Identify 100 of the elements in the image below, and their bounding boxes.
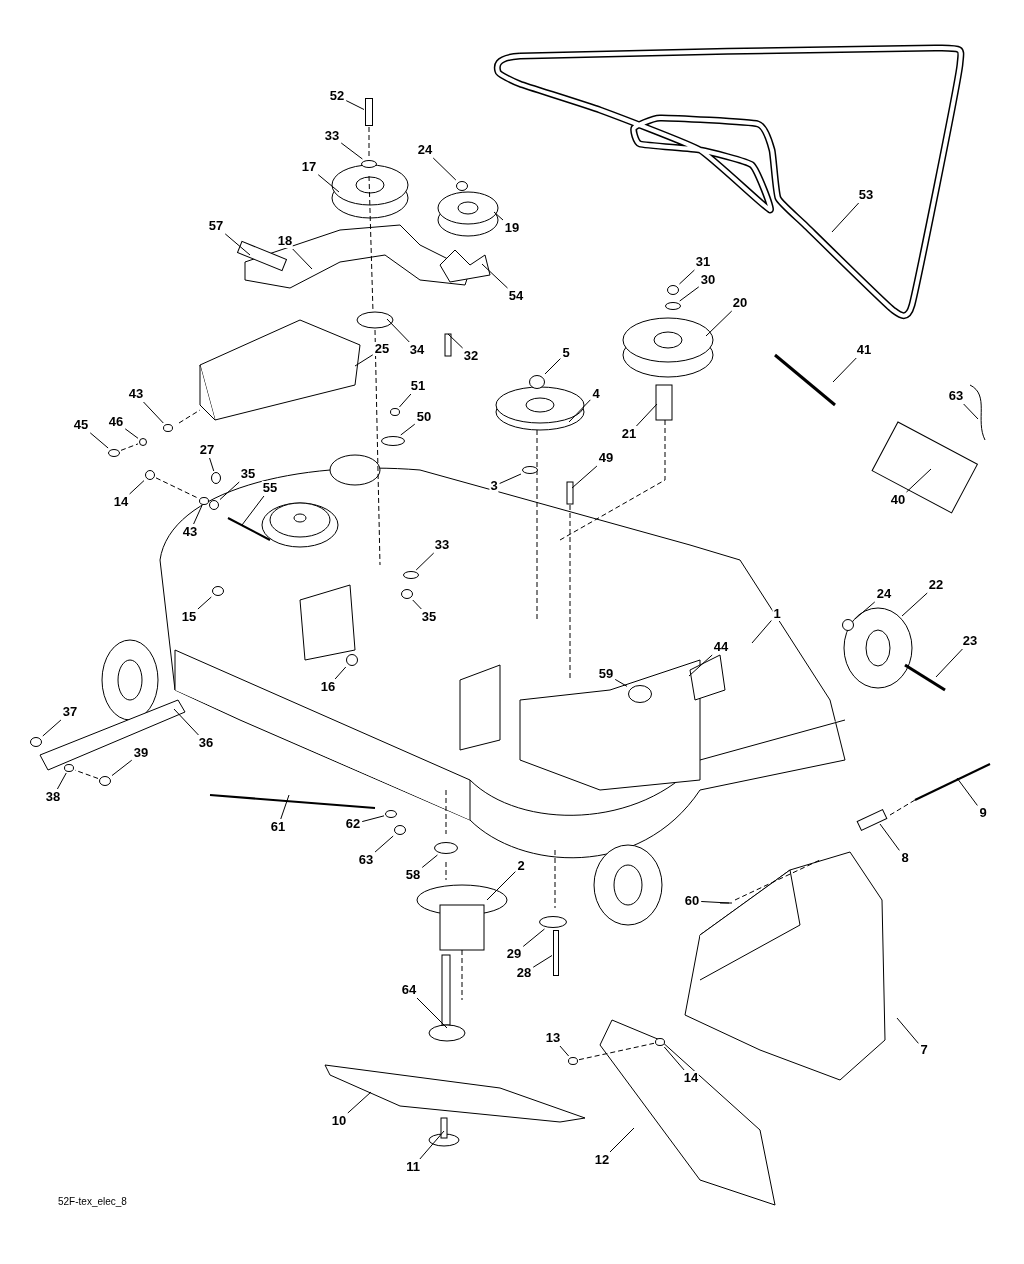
nut-drawing: [99, 776, 111, 786]
nut-drawing: [456, 181, 468, 191]
callout-number: 19: [503, 221, 521, 235]
leader-line: [317, 174, 340, 193]
nut-drawing: [209, 500, 219, 510]
callout-number: 41: [855, 343, 873, 357]
bolt-drawing: [390, 408, 400, 416]
nut-drawing: [529, 375, 545, 389]
callout-number: 61: [269, 820, 287, 834]
leader-line: [419, 1130, 445, 1160]
washer-drawing: [665, 302, 681, 310]
callout-number: 62: [344, 817, 362, 831]
leader-line: [415, 552, 435, 571]
leader-line: [568, 399, 591, 423]
callout-number: 29: [505, 947, 523, 961]
leader-line: [679, 286, 700, 302]
callout-number: 55: [261, 481, 279, 495]
leader-line: [193, 505, 203, 525]
leader-line: [124, 428, 139, 439]
leader-line: [292, 248, 313, 270]
leader-line: [143, 401, 164, 424]
bolt-drawing: [212, 586, 224, 596]
callout-number: 46: [107, 415, 125, 429]
leader-line: [688, 654, 713, 677]
leader-line: [614, 678, 628, 687]
callout-number: 3: [489, 479, 499, 493]
callout-number: 51: [409, 379, 427, 393]
bracket-drawing: [381, 436, 405, 446]
leader-line: [522, 928, 545, 947]
leader-line: [956, 777, 978, 806]
leader-line: [678, 269, 695, 285]
leader-line: [421, 854, 438, 868]
callout-number: 33: [433, 538, 451, 552]
leader-line: [173, 708, 199, 736]
leader-line: [499, 473, 522, 484]
leader-line: [412, 599, 422, 610]
callout-number: 50: [415, 410, 433, 424]
washer-drawing: [199, 497, 209, 505]
callout-number: 9: [978, 806, 988, 820]
callout-number: 13: [544, 1031, 562, 1045]
callout-number: 45: [72, 418, 90, 432]
assembly-line: [578, 1042, 655, 1061]
callout-number: 37: [61, 705, 79, 719]
callout-number: 25: [373, 342, 391, 356]
callout-number: 18: [276, 234, 294, 248]
callout-number: 24: [416, 143, 434, 157]
leader-line: [241, 495, 265, 526]
callout-number: 34: [408, 343, 426, 357]
nut-drawing: [842, 619, 854, 631]
callout-number: 23: [961, 634, 979, 648]
leader-line: [347, 1091, 372, 1114]
callout-number: 35: [239, 467, 257, 481]
callout-number: 38: [44, 790, 62, 804]
leader-line: [447, 333, 464, 349]
callout-number: 24: [875, 587, 893, 601]
callout-number: 21: [620, 427, 638, 441]
washer-drawing: [403, 571, 419, 579]
washer-drawing: [361, 160, 377, 168]
callout-number: 54: [507, 289, 525, 303]
leader-line: [700, 901, 730, 904]
washer-drawing: [522, 466, 538, 474]
leader-line: [361, 815, 385, 823]
leader-line: [963, 403, 979, 420]
leader-line: [224, 233, 251, 256]
leader-line: [197, 596, 212, 610]
leader-line: [663, 1046, 685, 1071]
bolt-drawing: [108, 449, 120, 457]
leader-line: [386, 318, 410, 343]
leader-line: [705, 310, 733, 337]
callout-number: 57: [207, 219, 225, 233]
callout-number: 52: [328, 89, 346, 103]
leader-line: [89, 432, 109, 449]
leader-line: [906, 468, 932, 493]
leader-line: [56, 772, 67, 790]
leader-line: [280, 794, 290, 820]
assembly-line: [120, 443, 139, 451]
leader-line: [398, 393, 412, 408]
leader-line: [901, 592, 928, 617]
callout-number: 63: [947, 389, 965, 403]
leader-line: [481, 263, 508, 289]
leader-line: [209, 457, 215, 472]
bolt-drawing: [30, 737, 42, 747]
callout-number: 27: [198, 443, 216, 457]
leader-line: [129, 480, 145, 495]
leader-line: [831, 202, 860, 233]
leader-line: [345, 100, 365, 110]
bearing-drawing: [434, 842, 458, 854]
callout-number: 7: [919, 1043, 929, 1057]
leader-line: [416, 997, 448, 1029]
pulley-drawing: [628, 685, 652, 703]
callout-number: 58: [404, 868, 422, 882]
bolt-drawing: [365, 98, 373, 126]
callout-number: 60: [683, 894, 701, 908]
callout-number: 20: [731, 296, 749, 310]
leader-line: [334, 666, 347, 680]
leader-line: [219, 481, 240, 501]
leader-line: [111, 759, 133, 777]
callout-number: 59: [597, 667, 615, 681]
callout-number: 14: [682, 1071, 700, 1085]
assembly-line: [155, 477, 199, 499]
